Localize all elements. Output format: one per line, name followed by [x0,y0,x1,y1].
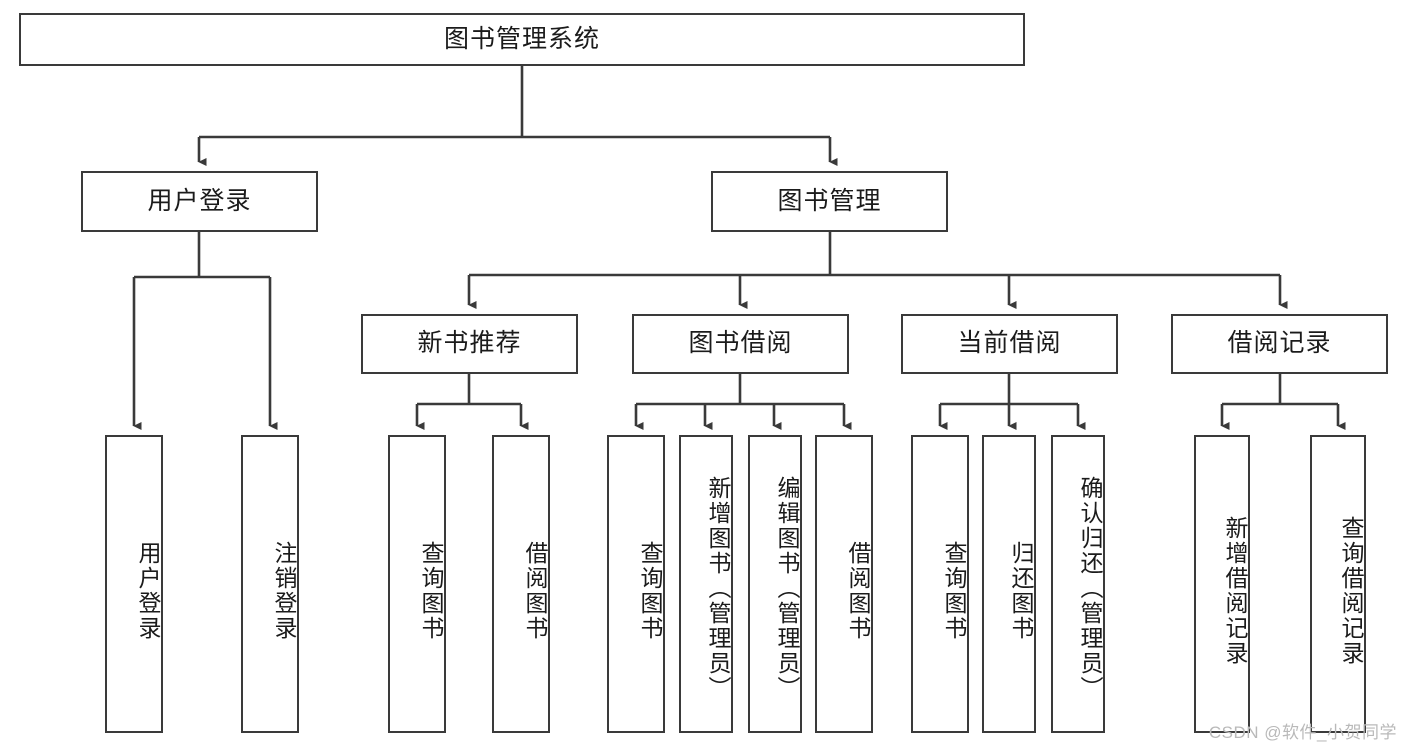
leaf-borrow-books-recommend[interactable]: 借阅图书 [492,435,550,733]
leaf-query-books-recommend[interactable]: 查询图书 [388,435,446,733]
node-current-borrow[interactable]: 当前借阅 [901,314,1118,374]
leaf-confirm-return-admin[interactable]: 确认归还（管理员） [1051,435,1105,733]
node-book-borrow[interactable]: 图书借阅 [632,314,849,374]
node-book-management[interactable]: 图书管理 [711,171,948,232]
leaf-edit-book-admin[interactable]: 编辑图书（管理员） [748,435,802,733]
node-new-book-recommend[interactable]: 新书推荐 [361,314,578,374]
leaf-add-borrow-record[interactable]: 新增借阅记录 [1194,435,1250,733]
leaf-add-book-admin[interactable]: 新增图书（管理员） [679,435,733,733]
csdn-watermark: CSDN @软件_小贺同学 [1208,723,1397,742]
node-user-login[interactable]: 用户登录 [81,171,318,232]
node-borrow-records[interactable]: 借阅记录 [1171,314,1388,374]
leaf-query-books-borrow[interactable]: 查询图书 [607,435,665,733]
leaf-query-books-current[interactable]: 查询图书 [911,435,969,733]
leaf-query-borrow-record[interactable]: 查询借阅记录 [1310,435,1366,733]
node-root-library-system[interactable]: 图书管理系统 [19,13,1025,66]
leaf-return-books[interactable]: 归还图书 [982,435,1036,733]
leaf-logout[interactable]: 注销登录 [241,435,299,733]
leaf-borrow-books-borrow[interactable]: 借阅图书 [815,435,873,733]
leaf-user-login[interactable]: 用户登录 [105,435,163,733]
